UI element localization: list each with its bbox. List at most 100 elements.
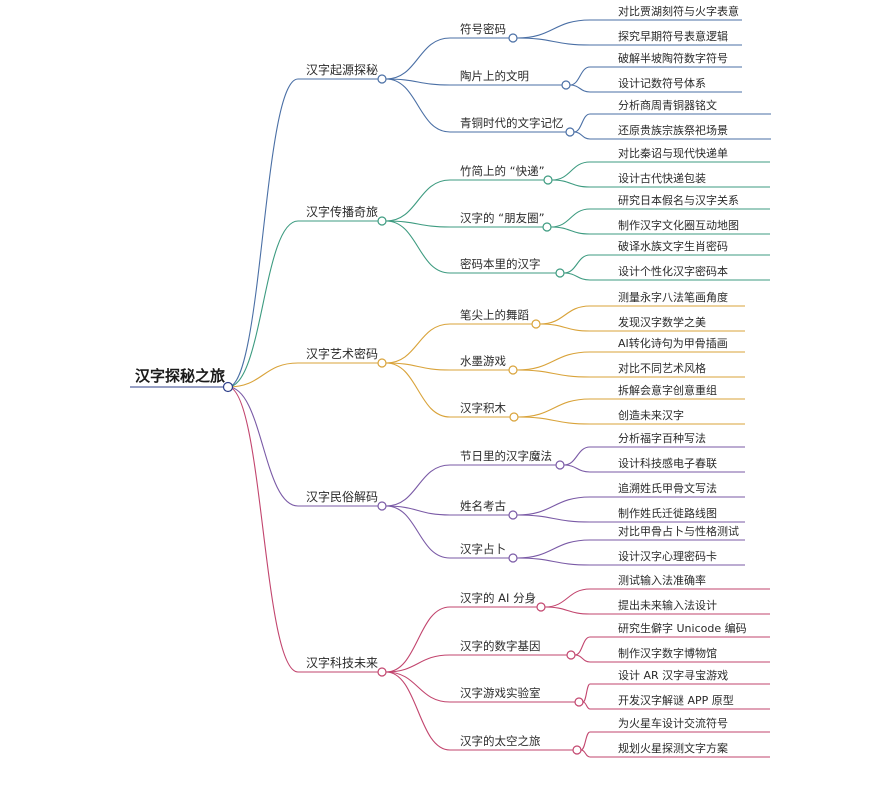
leaf-label[interactable]: 测量永字八法笔画角度	[618, 290, 728, 304]
branch-label[interactable]: 汉字民俗解码	[306, 489, 378, 504]
leaf-label[interactable]: 设计记数符号体系	[618, 76, 706, 90]
leaf-label[interactable]: 分析福字百种写法	[618, 431, 706, 445]
leaf-label[interactable]: 追溯姓氏甲骨文写法	[618, 481, 717, 495]
branch-node[interactable]	[377, 667, 387, 677]
subtopic-label[interactable]: 汉字积木	[460, 401, 506, 415]
branch-node[interactable]	[377, 216, 387, 226]
leaf-label[interactable]: 还原贵族宗族祭祀场景	[618, 123, 728, 137]
leaf-label[interactable]: 设计古代快递包装	[618, 171, 706, 185]
branch-node[interactable]	[377, 501, 387, 511]
leaf-label[interactable]: 创造未来汉字	[618, 408, 684, 422]
subtopic-node[interactable]	[531, 319, 541, 329]
root-node[interactable]	[222, 381, 234, 393]
subtopic-label[interactable]: 符号密码	[460, 22, 506, 36]
subtopic-label[interactable]: 陶片上的文明	[460, 69, 529, 83]
leaf-edge	[550, 226, 591, 235]
subtopic-label[interactable]: 密码本里的汉字	[460, 257, 541, 271]
subtopic-node[interactable]	[542, 222, 552, 232]
leaf-label[interactable]: AI转化诗句为甲骨插画	[618, 336, 728, 350]
leaf-edge	[544, 606, 591, 615]
leaf-edge	[582, 683, 591, 703]
sub-edge	[385, 464, 451, 507]
leaf-edge	[539, 305, 591, 325]
leaf-edge	[516, 514, 591, 523]
leaf-label[interactable]: 对比不同艺术风格	[618, 361, 706, 375]
leaf-label[interactable]: 对比贾湖刻符与火字表意	[618, 4, 739, 18]
subtopic-node[interactable]	[543, 175, 553, 185]
subtopic-node[interactable]	[509, 412, 519, 422]
subtopic-label[interactable]: 水墨游戏	[460, 354, 506, 368]
leaf-label[interactable]: 制作汉字文化圈互动地图	[618, 218, 739, 232]
leaf-label[interactable]: 为火星车设计交流符号	[618, 716, 728, 730]
subtopic-label[interactable]: 汉字的 AI 分身	[460, 591, 536, 605]
subtopic-label[interactable]: 汉字占卜	[460, 542, 506, 556]
subtopic-node[interactable]	[536, 602, 546, 612]
leaf-edge	[573, 131, 591, 140]
leaf-edge	[550, 208, 591, 228]
subtopic-node[interactable]	[572, 745, 582, 755]
subtopic-label[interactable]: 汉字的 “朋友圈”	[460, 211, 545, 225]
branch-edge	[227, 386, 299, 673]
leaf-edge	[551, 161, 591, 181]
leaf-label[interactable]: 研究日本假名与汉字关系	[618, 193, 739, 207]
subtopic-label[interactable]: 汉字的数字基因	[460, 639, 541, 653]
leaf-label[interactable]: 设计 AR 汉字寻宝游戏	[618, 668, 728, 682]
leaf-edge	[516, 539, 591, 559]
subtopic-label[interactable]: 竹简上的 “快递”	[460, 164, 545, 178]
leaf-edge	[539, 323, 591, 332]
leaf-edge	[573, 113, 591, 133]
subtopic-label[interactable]: 青铜时代的文字记忆	[460, 116, 564, 130]
leaf-edge	[563, 254, 591, 274]
leaf-label[interactable]: 设计个性化汉字密码本	[618, 264, 728, 278]
sub-edge	[385, 220, 451, 274]
subtopic-node[interactable]	[565, 127, 575, 137]
subtopic-label[interactable]: 姓名考古	[460, 499, 506, 513]
leaf-label[interactable]: 制作汉字数字博物馆	[618, 646, 717, 660]
subtopic-node[interactable]	[566, 650, 576, 660]
subtopic-label[interactable]: 节日里的汉字魔法	[460, 449, 552, 463]
leaf-label[interactable]: 发现汉字数学之美	[618, 315, 706, 329]
leaf-label[interactable]: 拆解会意字创意重组	[618, 383, 717, 397]
subtopic-label[interactable]: 笔尖上的舞蹈	[460, 308, 529, 322]
subtopic-node[interactable]	[555, 460, 565, 470]
subtopic-label[interactable]: 汉字游戏实验室	[460, 686, 541, 700]
subtopic-node[interactable]	[561, 80, 571, 90]
leaf-label[interactable]: 规划火星探测文字方案	[618, 741, 728, 755]
subtopic-node[interactable]	[508, 553, 518, 563]
leaf-label[interactable]: 破译水族文字生肖密码	[618, 239, 728, 253]
subtopic-node[interactable]	[508, 510, 518, 520]
leaf-label[interactable]: 设计汉字心理密码卡	[618, 549, 717, 563]
leaf-edge	[574, 636, 591, 656]
leaf-label[interactable]: 测试输入法准确率	[618, 573, 706, 587]
subtopic-label[interactable]: 汉字的太空之旅	[460, 734, 541, 748]
branch-label[interactable]: 汉字起源探秘	[306, 62, 378, 77]
sub-edge	[385, 606, 451, 673]
sub-edge	[385, 362, 451, 371]
branch-edge	[227, 386, 299, 507]
leaf-label[interactable]: 对比秦诏与现代快递单	[618, 146, 728, 160]
subtopic-node[interactable]	[555, 268, 565, 278]
branch-label[interactable]: 汉字传播奇旅	[306, 204, 378, 219]
leaf-label[interactable]: 分析商周青铜器铭文	[618, 98, 717, 112]
subtopic-node[interactable]	[508, 365, 518, 375]
branch-label[interactable]: 汉字艺术密码	[306, 346, 378, 361]
leaf-label[interactable]: 对比甲骨占卜与性格测试	[618, 524, 739, 538]
leaf-label[interactable]: 破解半坡陶符数字符号	[618, 51, 728, 65]
branch-node[interactable]	[377, 358, 387, 368]
branch-label[interactable]: 汉字科技未来	[306, 655, 378, 670]
leaf-label[interactable]: 提出未来输入法设计	[618, 598, 717, 612]
branch-node[interactable]	[377, 74, 387, 84]
sub-edge	[385, 505, 451, 559]
leaf-label[interactable]: 开发汉字解谜 APP 原型	[618, 693, 734, 707]
subtopic-node[interactable]	[508, 33, 518, 43]
leaf-label[interactable]: 制作姓氏迁徙路线图	[618, 506, 717, 520]
leaf-edge	[516, 37, 591, 46]
sub-edge	[385, 505, 451, 516]
leaf-label[interactable]: 研究生僻字 Unicode 编码	[618, 621, 747, 635]
leaf-edge	[574, 654, 591, 663]
leaf-label[interactable]: 设计科技感电子春联	[618, 456, 717, 470]
leaf-label[interactable]: 探究早期符号表意逻辑	[618, 29, 728, 43]
sub-edge	[385, 671, 451, 703]
subtopic-node[interactable]	[574, 697, 584, 707]
